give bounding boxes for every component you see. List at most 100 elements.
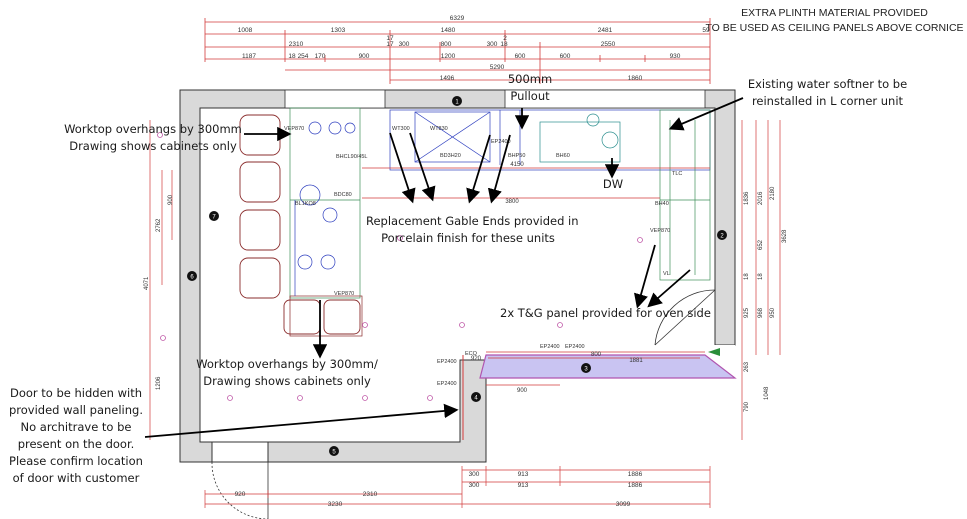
dim-bottom-h: 2310 [363, 491, 378, 498]
dim-right-h: 950 [770, 307, 776, 318]
plinth-note-line2: TO BE USED AS CEILING PANELS ABOVE CORNI… [705, 22, 964, 34]
dim-bottom-a: 300 [469, 471, 480, 478]
dim-inner-a: 4150 [510, 162, 524, 168]
unit-code: BHP50 [508, 153, 525, 159]
left-dimension-labels: 2762 900 4071 1206 [144, 194, 174, 390]
dw-label: DW [602, 177, 624, 191]
wall-marker: 5 [332, 450, 336, 456]
dim-top-q: 254 [298, 53, 309, 60]
dim-bottom-g: 920 [235, 491, 246, 498]
dim-top-w: 930 [670, 53, 681, 60]
door-line2: provided wall paneling. [9, 403, 143, 417]
unit-code: EP2400 [437, 381, 457, 387]
overhang-bottom-line1: Worktop overhangs by 300mm/ [196, 357, 378, 371]
right-cabinet-run [659, 109, 711, 281]
wall-markers: 1 2 3 4 5 6 7 [187, 96, 727, 456]
unit-code: BL1KO8 [295, 201, 316, 207]
dim-top-z: 1860 [628, 75, 643, 82]
dim-top-s: 900 [359, 53, 370, 60]
door-line6: of door with customer [12, 471, 140, 485]
wall-marker: 1 [455, 100, 459, 106]
unit-code: VL [663, 271, 670, 277]
inner-dimension-labels: 4150 3800 1881 800 900 920 [471, 162, 643, 394]
unit-code: BDC80 [334, 192, 352, 198]
door-line4: present on the door. [17, 437, 135, 451]
dim-top-o: 1187 [242, 53, 256, 60]
dim-bottom-i: 3230 [328, 501, 343, 508]
unit-code: EP2400 [565, 344, 585, 350]
unit-code: BD3H20 [440, 153, 461, 159]
unit-codes: VEP870 WT300 WT830 BD3H20 EP2400 BHP50 B… [284, 126, 682, 387]
pullout-line2: Pullout [510, 89, 550, 103]
bottom-dimension-labels: 300 913 1886 300 913 1886 920 2310 3230 … [235, 471, 643, 508]
dim-top-d: 2481 [598, 27, 613, 34]
overhang-bottom-note: Worktop overhangs by 300mm/ Drawing show… [196, 356, 378, 390]
gable-note: Replacement Gable Ends provided in Porce… [366, 213, 579, 247]
dim-top-total: 6329 [450, 15, 465, 22]
gable-line1: Replacement Gable Ends provided in [366, 214, 579, 228]
dim-bottom-j: 3099 [616, 501, 631, 508]
callout-arrows [144, 97, 744, 438]
dim-left-d: 1206 [156, 376, 162, 390]
island [462, 348, 737, 440]
dim-right-c: 2180 [770, 186, 776, 200]
dim-right-a: 1836 [744, 191, 750, 205]
wall-marker: 6 [190, 275, 194, 281]
dim-left-c: 4071 [144, 276, 150, 290]
wall-marker: 7 [212, 215, 216, 221]
dim-top-y: 1496 [440, 75, 455, 82]
dim-top-k: 800 [441, 41, 452, 48]
window-openings [284, 89, 706, 109]
unit-code: VEP870 [334, 291, 354, 297]
overhang-bottom-line2: Drawing shows cabinets only [203, 374, 371, 388]
dim-right-j: 1048 [764, 386, 770, 400]
dim-right-m: 263 [744, 361, 750, 372]
dim-top-j: 300 [399, 41, 410, 48]
dim-left-b: 900 [168, 194, 174, 205]
dim-island-d: 920 [471, 356, 482, 362]
dim-inner-b: 3800 [505, 199, 519, 205]
dim-top-i: 17 [386, 41, 394, 48]
dim-top-l: 300 [487, 41, 498, 48]
gable-line2: Porcelain finish for these units [381, 231, 555, 245]
dim-top-t: 1200 [441, 53, 456, 60]
door-line3: No architrave to be [20, 420, 132, 434]
wall-marker: 4 [474, 396, 478, 402]
softener-line1: Existing water softner to be [747, 77, 908, 91]
light-fixtures [157, 132, 643, 401]
dim-top-f: 17 [386, 35, 394, 42]
left-dimensions [149, 120, 173, 440]
room-walls [179, 89, 736, 463]
unit-code: BH60 [556, 153, 570, 159]
dim-top-e: 59 [702, 27, 710, 34]
wall-marker: 2 [720, 234, 724, 240]
top-dimensions [204, 18, 711, 84]
unit-code: EP2400 [437, 359, 457, 365]
softener-line2: reinstalled in L corner unit [751, 94, 904, 108]
left-cabinet-run [289, 107, 363, 337]
dim-top-h: 2310 [289, 41, 304, 48]
door-line5: Please confirm location [9, 454, 143, 468]
plinth-note: EXTRA PLINTH MATERIAL PROVIDED TO BE USE… [702, 6, 967, 36]
dim-top-u: 600 [515, 53, 526, 60]
unit-code: EP2400 [491, 139, 511, 145]
dim-top-a: 1008 [238, 27, 253, 34]
dim-island-a: 1881 [629, 358, 643, 364]
unit-code: WT300 [392, 126, 410, 132]
unit-code: BHCL90/45L [336, 154, 368, 160]
dim-right-e: 652 [758, 239, 764, 250]
dim-island-c: 900 [517, 388, 528, 394]
dim-right-k: 18 [744, 273, 750, 280]
overhang-top-line2: Drawing shows cabinets only [69, 139, 237, 153]
dim-top-p: 18 [288, 53, 296, 60]
unit-code: WT830 [430, 126, 448, 132]
overhang-top-line1: Worktop overhangs by 300mm [64, 122, 242, 136]
dim-right-f: 925 [744, 307, 750, 318]
right-dimensions [741, 120, 781, 440]
door-line1: Door to be hidden with [9, 386, 143, 400]
dim-bottom-c: 1886 [628, 471, 643, 478]
dim-right-i: 790 [744, 401, 750, 412]
dim-bottom-d: 300 [469, 482, 480, 489]
dim-top-x: 5290 [490, 64, 505, 71]
top-cabinet-run [389, 109, 711, 171]
